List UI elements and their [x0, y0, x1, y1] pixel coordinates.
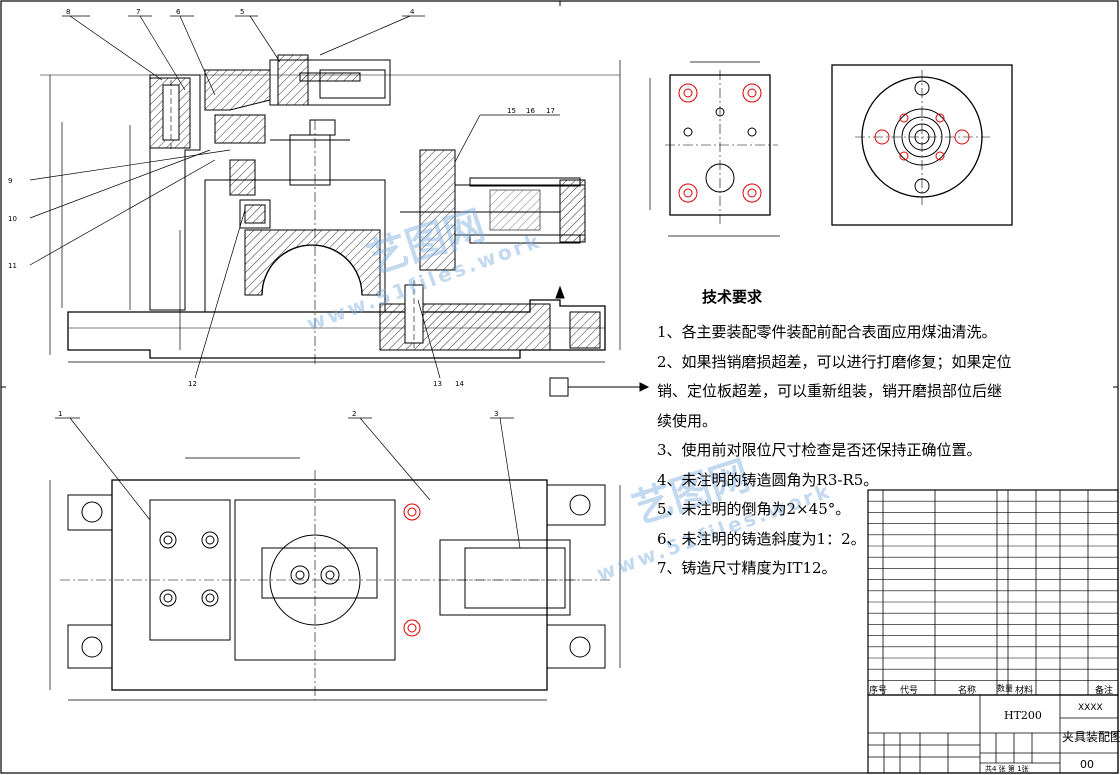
side-view	[649, 61, 780, 237]
drawing-name: 夹具装配图	[1062, 730, 1120, 744]
parts-header-code: 代号	[900, 686, 919, 696]
flange-view	[831, 64, 1013, 226]
balloon-5: 5	[240, 8, 244, 16]
balloon-1: 1	[58, 410, 62, 418]
balloon-14: 14	[455, 380, 464, 388]
balloon-16: 16	[526, 107, 535, 115]
balloon-10: 10	[8, 215, 17, 223]
tech-requirements-list: 1、各主要装配零件装配前配合表面应用煤油清洗。 2、如果挡销磨损超差，可以进行打磨…	[657, 318, 1012, 584]
parts-header-seq: 序号	[869, 686, 888, 696]
tech-requirement-line: 7、铸造尺寸精度为IT12。	[657, 559, 837, 577]
balloon-12: 12	[188, 380, 197, 388]
balloon-2: 2	[352, 410, 356, 418]
tech-requirements-title: 技术要求	[702, 288, 763, 306]
parts-header-qty: 数量	[997, 684, 1013, 693]
balloon-4: 4	[410, 8, 415, 16]
leader-lines	[29, 15, 560, 379]
tech-requirement-line: 5、未注明的倒角为2×45°。	[657, 500, 851, 518]
balloon-7: 7	[136, 8, 140, 16]
tech-requirement-line: 6、未注明的铸造斜度为1：2。	[657, 529, 866, 548]
balloon-11: 11	[8, 262, 17, 270]
plan-view	[49, 417, 621, 701]
balloon-labels: 8 7 6 5 4 15 16 17 9 10 11 12 13 14	[8, 8, 555, 388]
tech-requirement-line: 3、使用前对限位尺寸检查是否还保持正确位置。	[657, 441, 982, 459]
parts-header-remark: 备注	[1095, 686, 1114, 696]
balloon-8: 8	[66, 8, 70, 16]
parts-list	[867, 489, 1119, 696]
front-section-view	[40, 54, 650, 397]
tech-requirement-line: 销、定位板超差，可以重新组装，销开磨损部位后继	[657, 382, 1003, 400]
balloon-15: 15	[507, 107, 516, 115]
plan-balloons: 1 2 3	[58, 410, 498, 418]
sheet-count: 共4 张 第 1张	[985, 765, 1029, 773]
balloon-9: 9	[8, 177, 12, 185]
balloon-6: 6	[176, 8, 181, 16]
tech-requirement-line: 1、各主要装配零件装配前配合表面应用煤油清洗。	[657, 323, 997, 341]
balloon-13: 13	[433, 380, 442, 388]
drawing-code: XXXX	[1078, 703, 1103, 713]
balloon-3: 3	[494, 410, 498, 418]
drawing-number: 00	[1080, 758, 1094, 771]
tech-requirement-line: 2、如果挡销磨损超差，可以进行打磨修复；如果定位	[657, 352, 1012, 371]
parts-rows	[868, 500, 1118, 681]
balloon-17: 17	[546, 107, 555, 115]
parts-header-name: 名称	[958, 686, 977, 696]
parts-header-material: 材料	[1015, 686, 1034, 696]
material-label: HT200	[1004, 709, 1042, 722]
title-block	[867, 694, 1119, 774]
tech-requirement-line: 4、未注明的铸造圆角为R3-R5。	[657, 470, 879, 489]
tech-requirement-line: 续使用。	[657, 411, 718, 430]
